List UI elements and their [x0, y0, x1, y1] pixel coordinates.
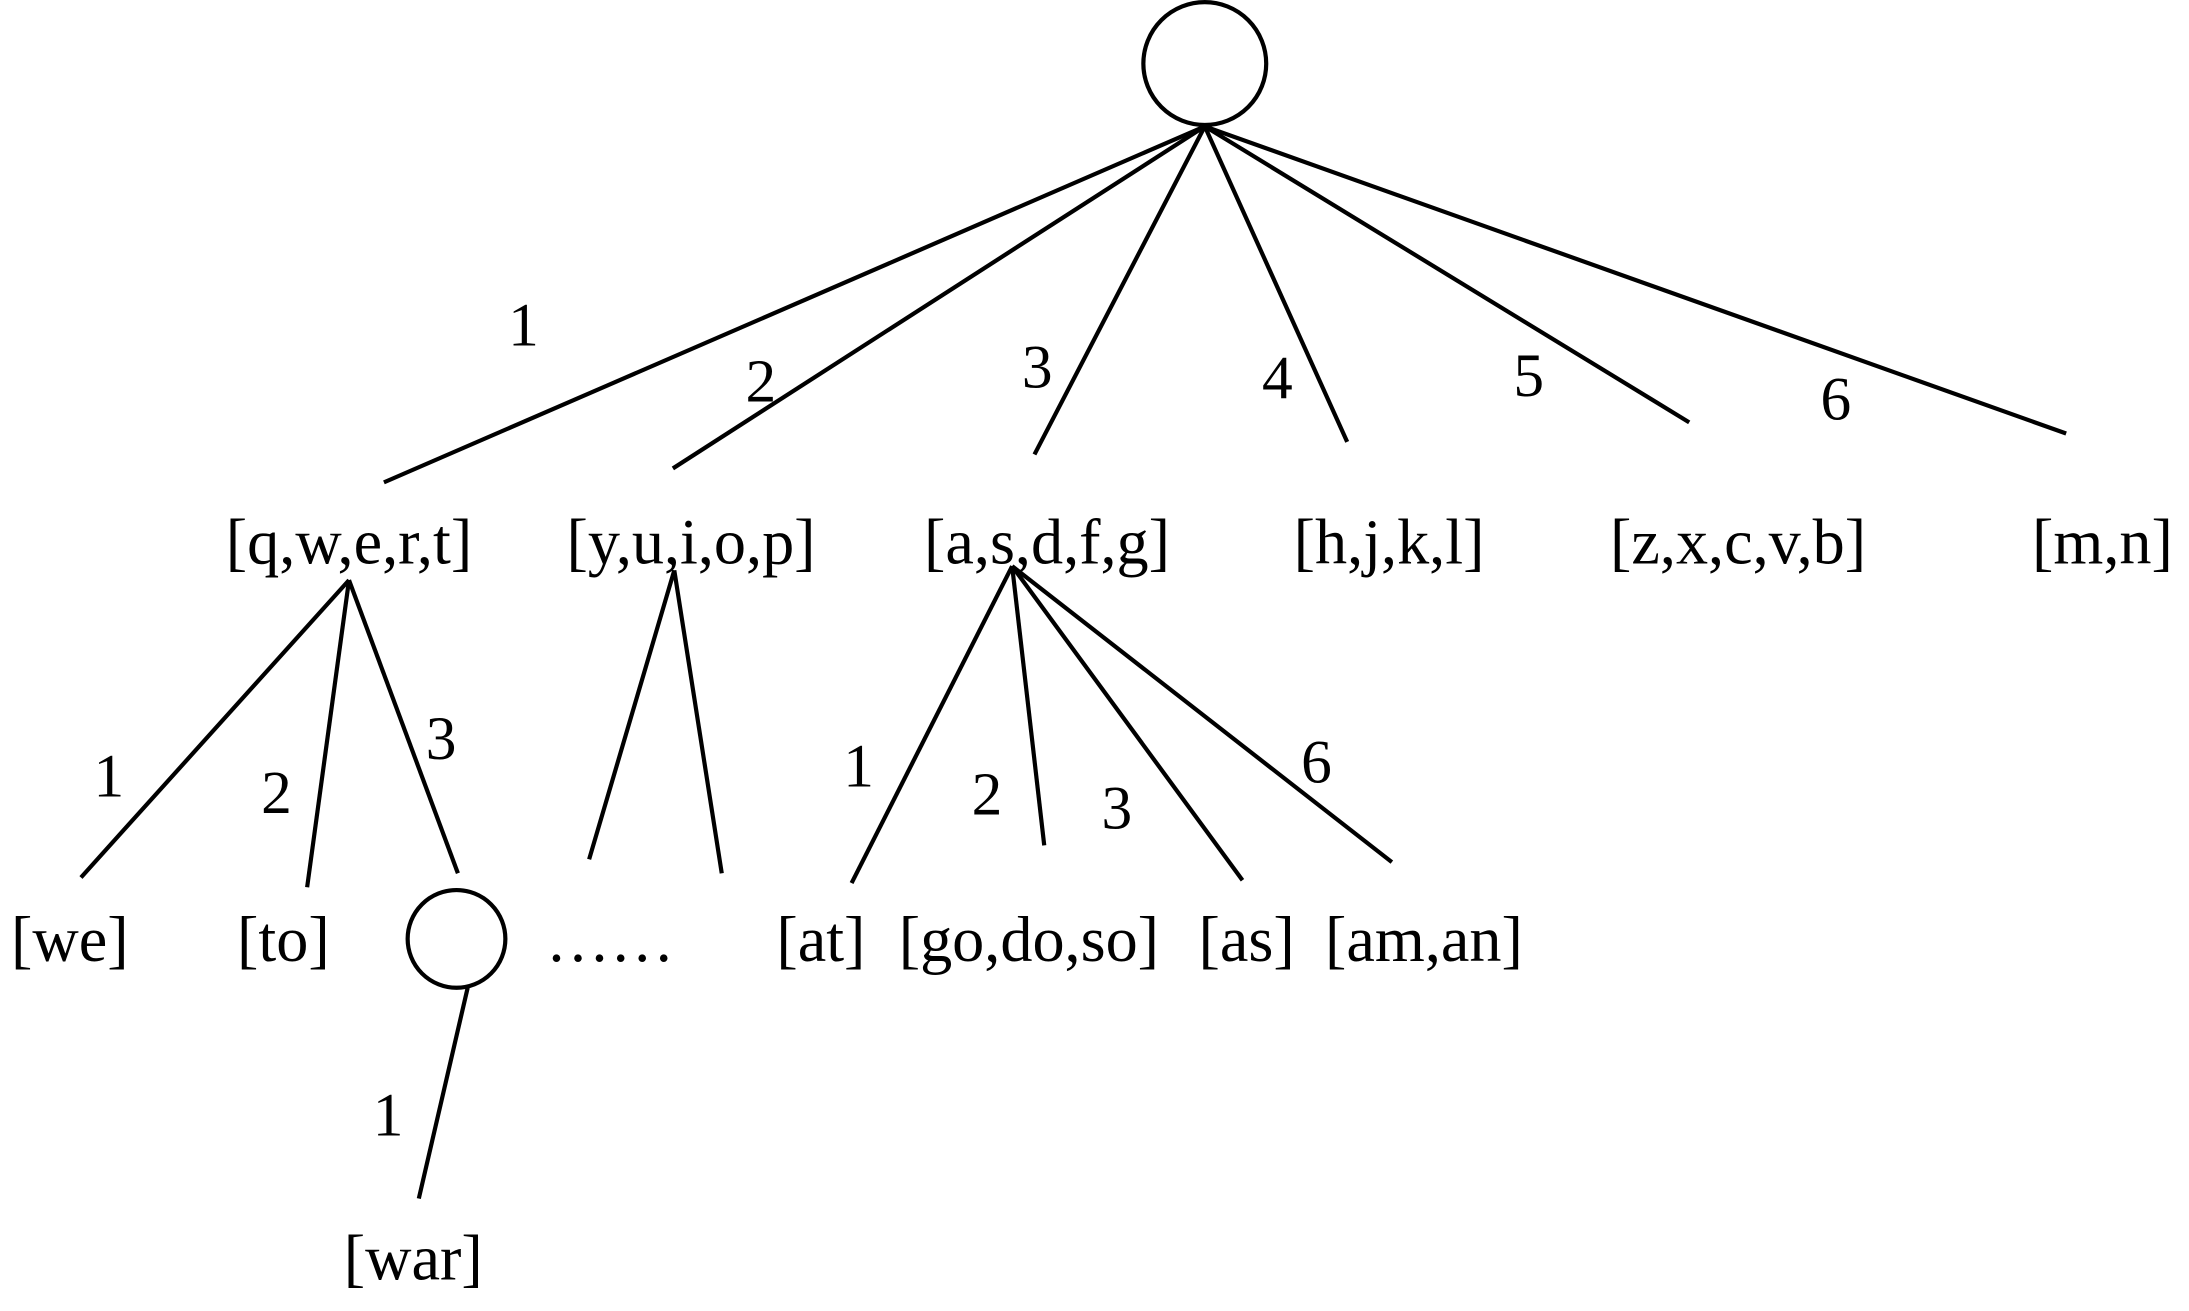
node-at: [at]: [776, 904, 865, 975]
edge-label: 1: [508, 292, 539, 360]
node-war: [war]: [344, 1223, 483, 1294]
node-w-inner: [405, 887, 508, 990]
node-asdfg: [a,s,d,f,g]: [924, 506, 1170, 577]
edge-asdfg-6: [1010, 564, 1394, 864]
node-to: [to]: [237, 904, 330, 975]
node-zxcvb: [z,x,c,v,b]: [1610, 506, 1866, 577]
edge-label: 4: [1262, 345, 1293, 413]
node-am-an: [am,an]: [1325, 904, 1523, 975]
edge-label: 5: [1513, 342, 1544, 410]
edge-label: 1: [94, 743, 125, 811]
node-qwert: [q,w,e,r,t]: [226, 506, 472, 577]
edge-label: 3: [1101, 775, 1132, 843]
edge-root-2: [671, 124, 1206, 471]
edge-root-5: [1203, 124, 1691, 425]
edge-root-3: [1032, 125, 1207, 456]
edge-label: 2: [972, 761, 1003, 829]
edge-qwert-1: [79, 578, 351, 879]
root-node: [1141, 0, 1269, 128]
edge-label: 2: [745, 347, 776, 415]
edge-yuiop-a: [587, 569, 677, 860]
edge-label: 3: [426, 705, 457, 773]
edge-label: 6: [1820, 366, 1851, 434]
edge-label: 6: [1301, 729, 1332, 797]
node-hjkl: [h,j,k,l]: [1294, 506, 1485, 577]
edge-label: 2: [261, 759, 292, 827]
node-mn: [m,n]: [2032, 506, 2173, 577]
node-we: [we]: [11, 904, 129, 975]
edge-root-4: [1202, 125, 1350, 443]
node-go-do-so: [go,do,so]: [899, 904, 1159, 975]
edge-yuiop-b: [672, 570, 724, 874]
ellipsis: ……: [546, 904, 674, 975]
edge-label: 1: [843, 733, 874, 801]
edge-root-6: [1204, 124, 2067, 436]
edge-asdfg-3: [1010, 564, 1245, 882]
edge-root-1: [383, 124, 1206, 485]
edge-asdfg-1: [849, 565, 1015, 885]
edge-label: 1: [373, 1082, 404, 1150]
node-yuiop: [y,u,i,o,p]: [567, 506, 816, 577]
edge-qwert-2: [305, 579, 352, 888]
edge-inner-1: [416, 987, 470, 1200]
edge-asdfg-2: [1010, 565, 1047, 846]
edge-qwert-3: [347, 579, 460, 875]
edge-label: 3: [1022, 333, 1053, 401]
node-as: [as]: [1199, 904, 1295, 975]
